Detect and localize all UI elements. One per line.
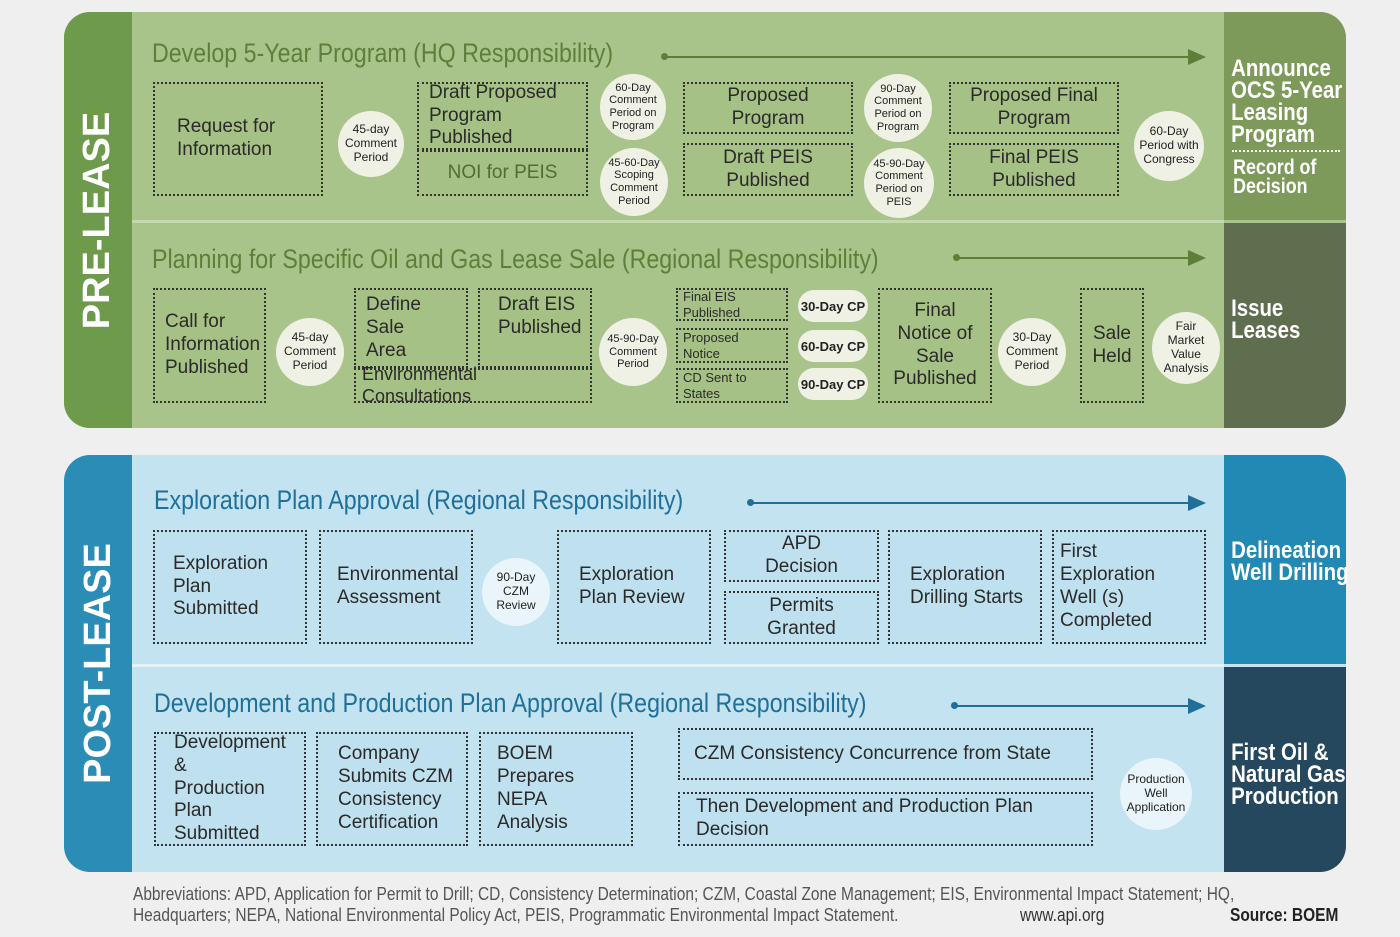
request-info-box: Request for Information bbox=[153, 82, 323, 196]
sale-held-box: Sale Held bbox=[1080, 288, 1144, 403]
final-eis-box: Final EIS Published bbox=[676, 288, 788, 321]
call-info-box: Call for Information Published bbox=[153, 288, 266, 403]
dpp-submitted-box: Development & Production Plan Submitted bbox=[154, 732, 306, 846]
cp-30-pill: 30-Day CP bbox=[798, 290, 868, 322]
hq-side-sub: Record of Decision bbox=[1233, 156, 1317, 199]
regional-side-title: Issue Leases bbox=[1231, 295, 1301, 345]
proposed-final-box: Proposed Final Program bbox=[949, 82, 1119, 134]
exploration-plan-submitted-box: Exploration Plan Submitted bbox=[153, 530, 307, 644]
regional-title: Planning for Specific Oil and Gas Lease … bbox=[152, 244, 879, 274]
comment-45-60-circle: 45-60-Day Scoping Comment Period bbox=[600, 148, 668, 216]
footer-source: Source: BOEM bbox=[1230, 905, 1339, 925]
development-arrow bbox=[951, 698, 1206, 714]
boem-nepa-box: BOEM Prepares NEPA Analysis bbox=[479, 732, 633, 846]
footer-abbreviations-line2: Headquarters; NEPA, National Environment… bbox=[133, 905, 899, 925]
regional-arrow bbox=[953, 250, 1206, 266]
prelease-label: PRE-LEASE bbox=[76, 111, 119, 329]
postlease-divider bbox=[132, 664, 1224, 667]
development-side-panel bbox=[1224, 667, 1346, 872]
exploration-plan-review-box: Exploration Plan Review bbox=[557, 530, 711, 644]
exploration-side-title: Delineation Well Drilling bbox=[1231, 537, 1349, 587]
exploration-arrow bbox=[747, 495, 1206, 511]
exploration-title: Exploration Plan Approval (Regional Resp… bbox=[154, 485, 684, 515]
hq-side-panel bbox=[1224, 12, 1346, 220]
postlease-label-bar: POST-LEASE bbox=[64, 455, 132, 872]
first-well-box: First Exploration Well (s) Completed bbox=[1052, 530, 1206, 644]
hq-title: Develop 5-Year Program (HQ Responsibilit… bbox=[152, 38, 614, 68]
production-well-circle: Production Well Application bbox=[1120, 758, 1192, 830]
czm-concurrence-box: CZM Consistency Concurrence from State bbox=[678, 728, 1093, 780]
env-consult-box: Environmental Consultations bbox=[354, 364, 592, 406]
prelease-divider bbox=[132, 220, 1224, 223]
cd-sent-box: CD Sent to States bbox=[676, 368, 788, 403]
comment-90-circle: 90-Day Comment Period on Program bbox=[864, 74, 932, 142]
draft-proposed-box: Draft Proposed Program Published bbox=[417, 82, 588, 150]
congress-60-circle: 60-Day Period with Congress bbox=[1134, 111, 1204, 181]
env-assessment-box: Environmental Assessment bbox=[319, 530, 473, 644]
noi-peis-box: NOI for PEIS bbox=[417, 150, 588, 196]
cp-60-pill: 60-Day CP bbox=[798, 330, 868, 362]
footer-abbreviations-line1: Abbreviations: APD, Application for Perm… bbox=[133, 884, 1235, 904]
regional-side-panel bbox=[1224, 223, 1346, 428]
postlease-label: POST-LEASE bbox=[76, 543, 119, 784]
final-notice-box: Final Notice of Sale Published bbox=[878, 288, 992, 403]
proposed-program-box: Proposed Program bbox=[683, 82, 853, 134]
hq-side-title: Announce OCS 5-Year Leasing Program bbox=[1231, 55, 1343, 149]
footer-url: www.api.org bbox=[1020, 905, 1105, 925]
comment-45-circle: 45-day Comment Period bbox=[338, 111, 404, 177]
regional-comment-45-circle: 45-day Comment Period bbox=[276, 318, 344, 386]
proposed-notice-box: Proposed Notice bbox=[676, 328, 788, 363]
development-side-title: First Oil & Natural Gas Production bbox=[1231, 739, 1346, 811]
regional-comment-45-90-circle: 45-90-Day Comment Period bbox=[599, 318, 667, 386]
fair-market-circle: Fair Market Value Analysis bbox=[1152, 312, 1220, 384]
dpp-decision-box: Then Development and Production Plan Dec… bbox=[678, 792, 1093, 846]
prelease-label-bar: PRE-LEASE bbox=[64, 12, 132, 428]
final-peis-box: Final PEIS Published bbox=[949, 143, 1119, 196]
draft-peis-box: Draft PEIS Published bbox=[683, 143, 853, 196]
drilling-starts-box: Exploration Drilling Starts bbox=[888, 530, 1042, 644]
define-area-box: Define Sale Area bbox=[354, 288, 468, 368]
hq-side-divider bbox=[1232, 150, 1340, 152]
development-title: Development and Production Plan Approval… bbox=[154, 688, 867, 718]
hq-arrow bbox=[661, 49, 1206, 65]
comment-60-circle: 60-Day Comment Period on Program bbox=[600, 74, 666, 140]
cp-90-pill: 90-Day CP bbox=[798, 368, 868, 400]
comment-45-90-peis-circle: 45-90-Day Comment Period on PEIS bbox=[864, 148, 934, 218]
regional-comment-30-circle: 30-Day Comment Period bbox=[998, 318, 1066, 386]
company-czm-box: Company Submits CZM Consistency Certific… bbox=[316, 732, 468, 846]
draft-eis-box: Draft EIS Published bbox=[478, 288, 592, 368]
czm-review-90-circle: 90-Day CZM Review bbox=[482, 558, 550, 626]
exploration-side-panel bbox=[1224, 455, 1346, 664]
apd-decision-box: APD Decision bbox=[724, 530, 879, 582]
permits-granted-box: Permits Granted bbox=[724, 591, 879, 644]
